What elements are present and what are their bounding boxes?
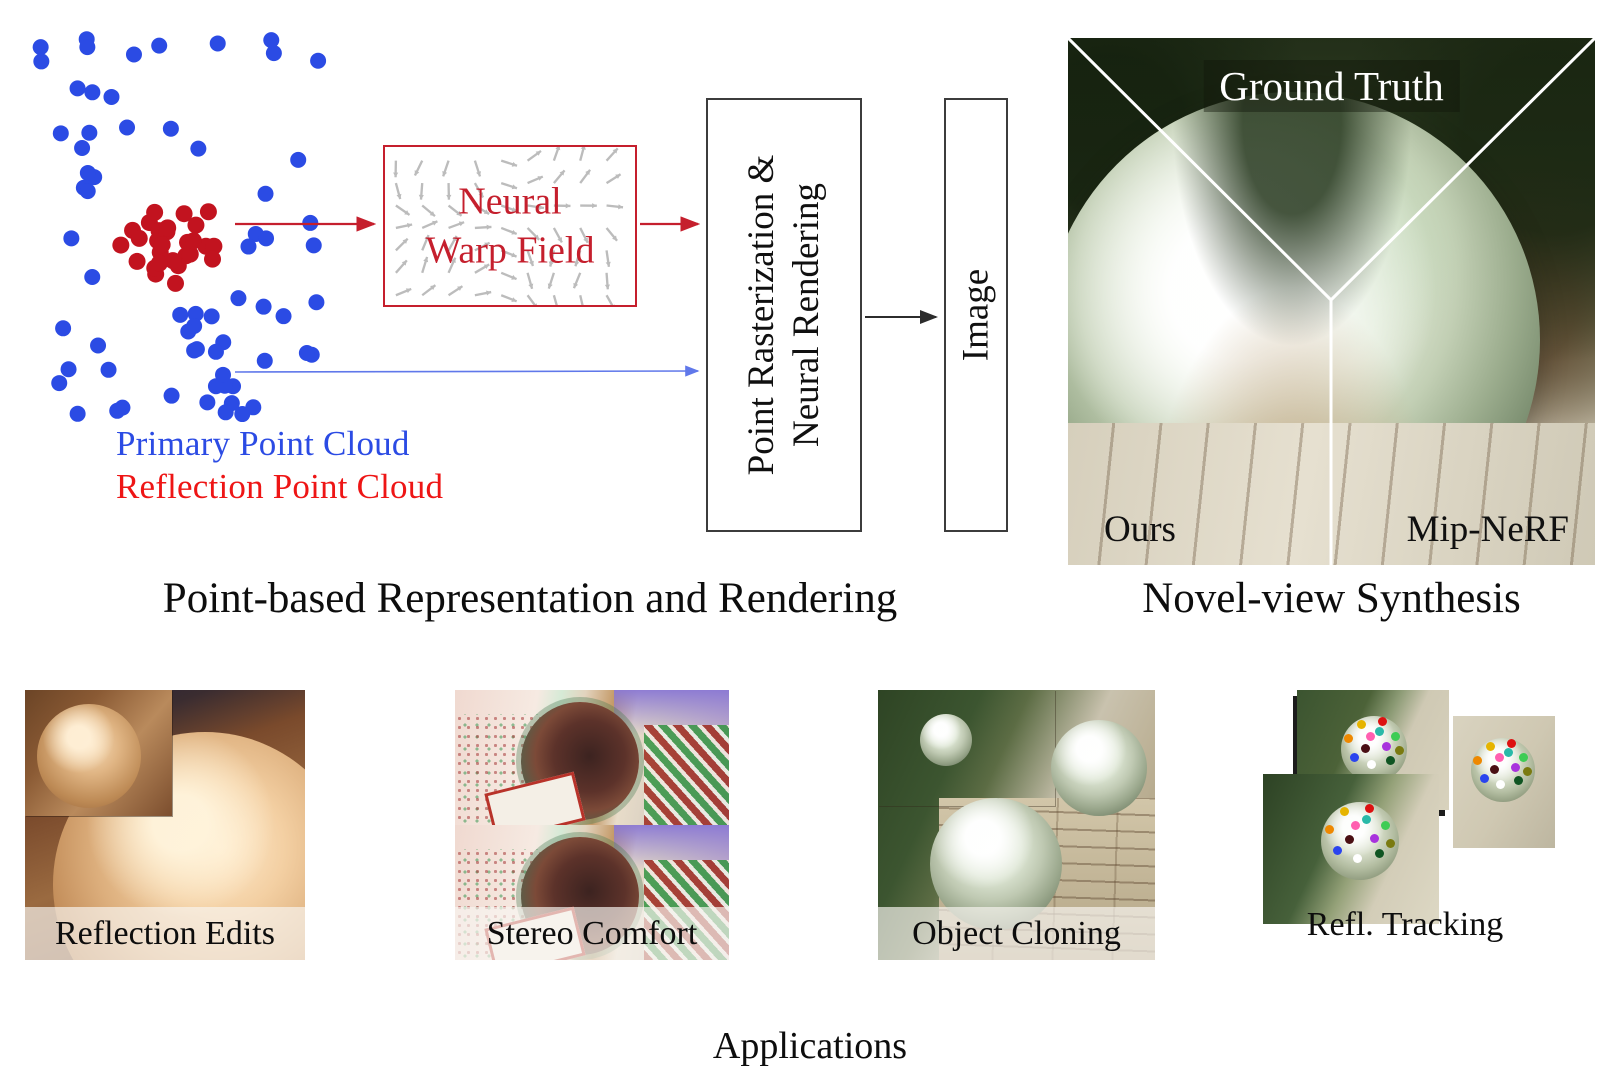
stereo-comfort-label: Stereo Comfort (486, 914, 698, 952)
tracking-dot (1506, 739, 1516, 749)
tracking-dot (1381, 742, 1391, 752)
tracking-dot (1391, 731, 1401, 741)
tracking-dot (1343, 734, 1353, 744)
tracking-dot (1380, 821, 1390, 831)
tracking-dot (1367, 759, 1377, 769)
point-rasterization-label: Point Rasterization & Neural Rendering (740, 154, 827, 476)
comparison-split-lines (1068, 38, 1595, 565)
object-cloning-inset (878, 690, 1055, 806)
tracking-dot (1362, 815, 1372, 825)
tracking-dot (1523, 767, 1533, 777)
applications-caption: Applications (712, 1025, 908, 1067)
tracking-dot (1504, 748, 1514, 758)
tracking-dot (1350, 752, 1360, 762)
tracking-dot (1340, 807, 1350, 817)
tracking-frame-2 (1453, 716, 1555, 848)
refl-tracking-tile (1255, 690, 1555, 960)
tile-label-strip: Reflection Edits (25, 907, 305, 960)
tracked-sphere (1341, 716, 1407, 782)
tracking-dot (1395, 746, 1405, 756)
primary-point-cloud-label: Primary Point Cloud (116, 424, 410, 463)
object-cloning-label: Object Cloning (912, 914, 1121, 952)
mip-nerf-label: Mip-NeRF (1406, 509, 1569, 550)
point-rasterization-box: Point Rasterization & Neural Rendering (706, 98, 862, 532)
novel-view-comparison-photo: Ground Truth Ours Mip-NeRF (1068, 38, 1595, 565)
tracking-dot (1345, 835, 1355, 845)
tracking-frame-3 (1263, 774, 1439, 924)
reflection-edits-inset (25, 690, 172, 816)
tracking-dot (1366, 731, 1376, 741)
tracking-dot (1496, 780, 1506, 790)
tracking-dot (1332, 846, 1342, 856)
warp-vector-field (393, 147, 624, 305)
tracking-dot (1370, 833, 1380, 843)
copper-sphere-small (37, 704, 141, 808)
anaglyph-top (455, 690, 729, 825)
tracking-dot (1352, 854, 1362, 864)
tracking-dot (1495, 753, 1505, 763)
tracking-dot (1519, 753, 1529, 763)
tracked-sphere (1321, 802, 1399, 880)
image-label: Image (955, 268, 997, 362)
tracking-dot (1479, 773, 1489, 783)
point-cloud-illustration (32, 31, 327, 423)
tracking-dot (1385, 755, 1395, 765)
tile-label-strip: Stereo Comfort (455, 907, 729, 960)
left-caption: Point-based Representation and Rendering (162, 575, 898, 622)
neural-warp-field-box: Neural Warp Field (383, 145, 637, 307)
reflection-edits-tile: Reflection Edits (25, 690, 305, 960)
tracking-dot (1375, 726, 1385, 736)
ground-truth-label: Ground Truth (1203, 60, 1460, 112)
neural-warp-field-label: Neural Warp Field (425, 180, 595, 271)
chrome-sphere-small (920, 714, 972, 766)
right-caption: Novel-view Synthesis (1142, 575, 1521, 622)
tracking-dot (1374, 849, 1384, 859)
tracking-dot (1486, 741, 1496, 751)
tracking-dot (1473, 755, 1483, 765)
tracking-dot (1351, 821, 1361, 831)
tile-label-strip: Object Cloning (878, 907, 1155, 960)
object-cloning-tile: Object Cloning (878, 690, 1155, 960)
image-box: Image (944, 98, 1008, 532)
tracking-dot (1490, 764, 1500, 774)
tracking-dot (1324, 824, 1334, 834)
reflection-point-cloud-label: Reflection Point Cloud (116, 467, 444, 506)
tracking-dot (1385, 838, 1395, 848)
refl-tracking-label: Refl. Tracking (1306, 906, 1504, 943)
tracking-dot (1360, 743, 1370, 753)
tracking-dot (1377, 717, 1387, 727)
tracking-dot (1510, 763, 1520, 773)
reflection-edits-label: Reflection Edits (54, 914, 275, 952)
tracked-sphere (1471, 738, 1535, 802)
chrome-sphere-cloned (1051, 720, 1147, 816)
tracking-dot (1365, 804, 1375, 814)
tracking-dot (1514, 776, 1524, 786)
tracking-dot (1356, 719, 1366, 729)
stereo-comfort-tile: Stereo Comfort (455, 690, 729, 960)
ours-label: Ours (1104, 509, 1176, 550)
